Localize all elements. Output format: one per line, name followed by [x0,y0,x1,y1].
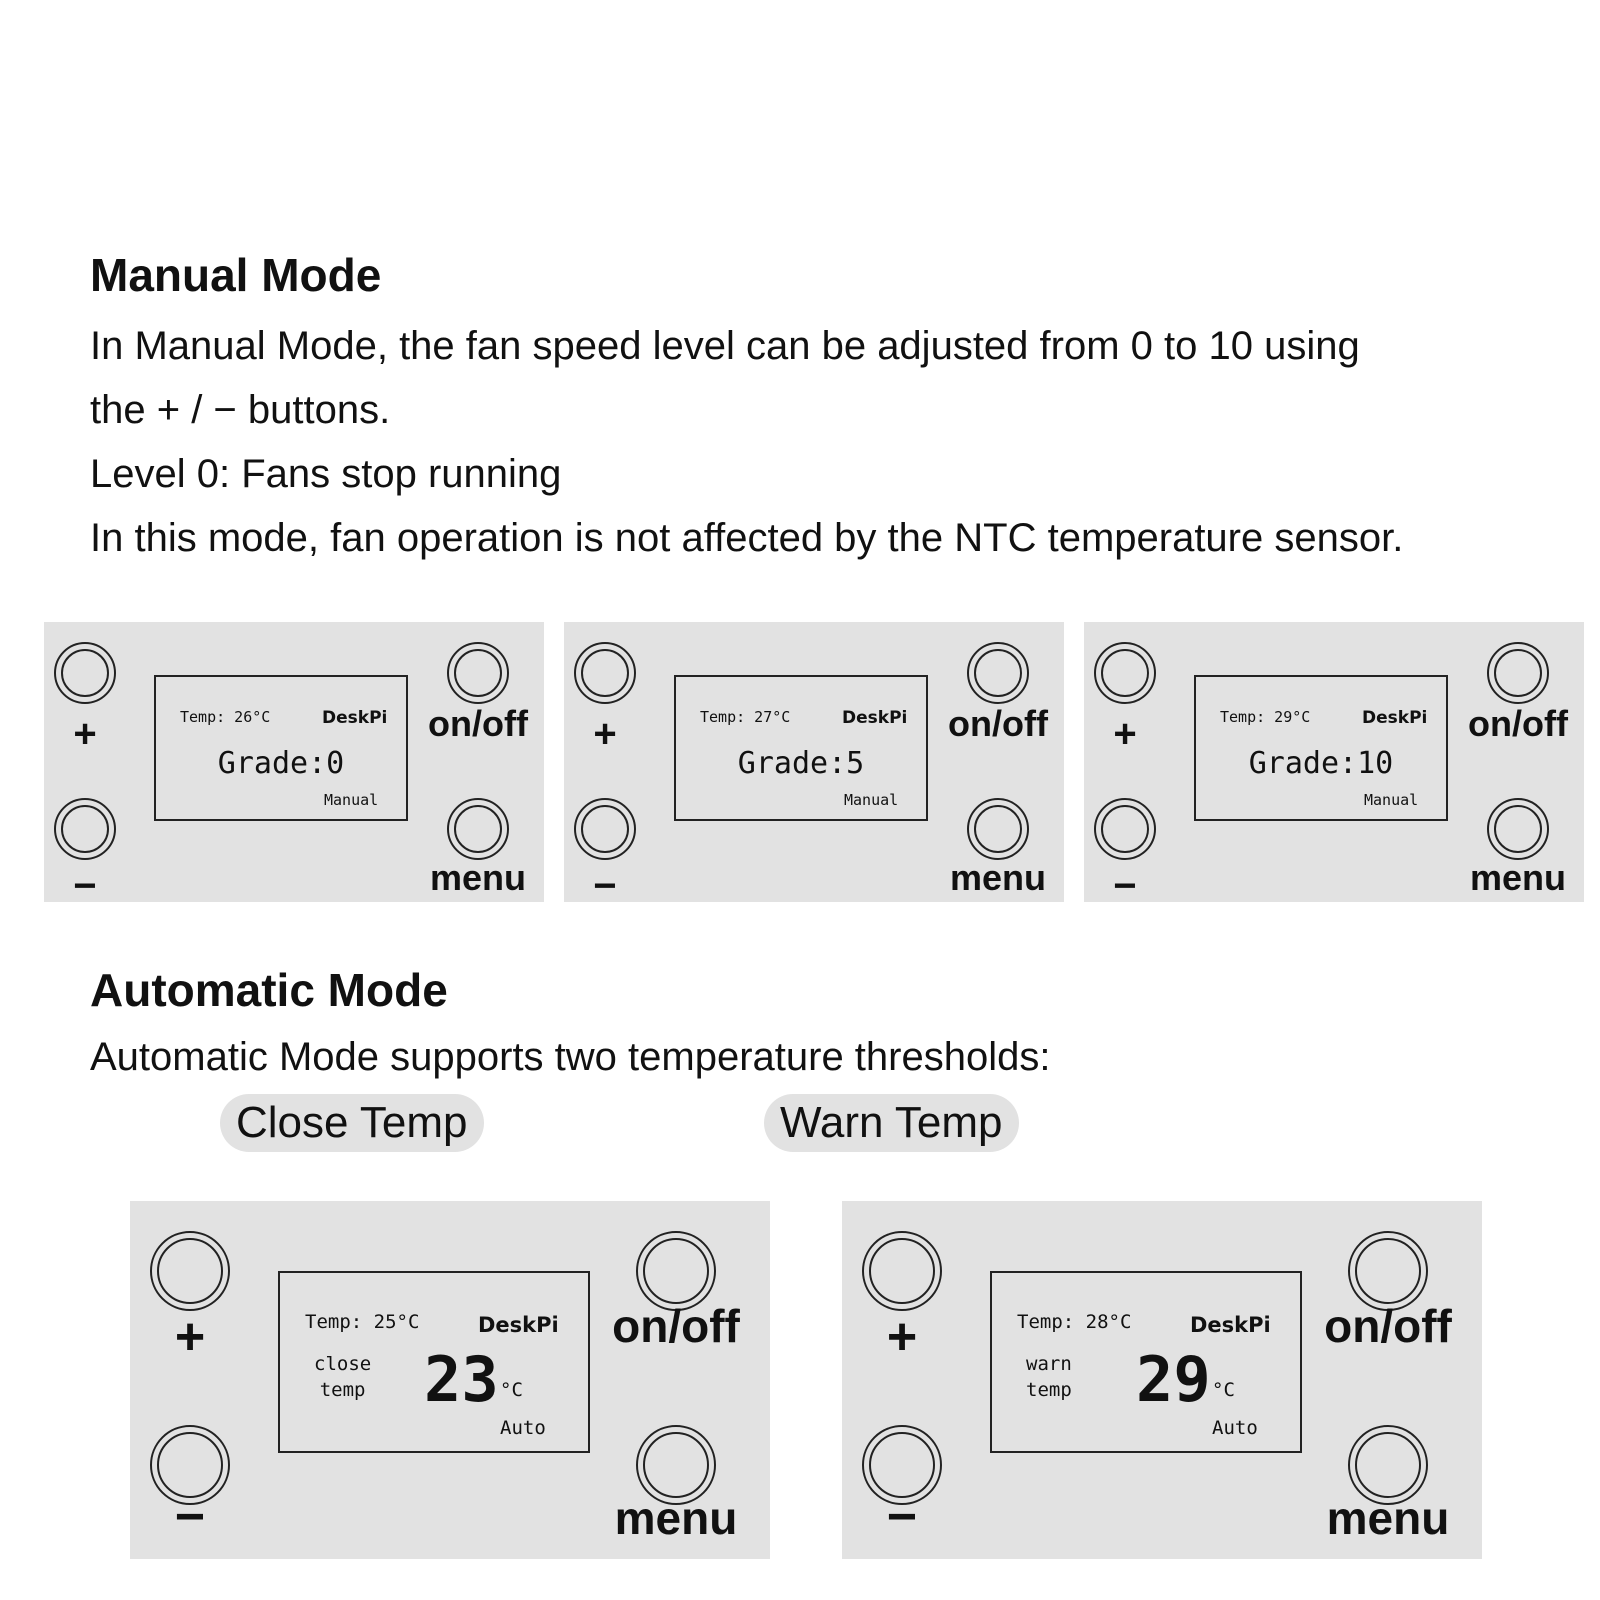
auto-panel-close-temp: + − on/off menu Temp: 25°C DeskPi close … [130,1201,770,1559]
lcd-mode: Manual [844,791,899,809]
manual-panel-grade-10: + − on/off menu Temp: 29°C DeskPi Grade:… [1084,622,1584,906]
manual-mode-line-4: In this mode, fan operation is not affec… [90,516,1404,560]
lcd-threshold-label: close temp [314,1353,372,1401]
lcd-temperature: Temp: 28°C [1017,1311,1132,1333]
menu-button-label: menu [1469,857,1566,898]
lcd-grade: Grade:0 [217,746,345,781]
minus-button-label: − [1113,864,1137,908]
lcd-temperature: Temp: 27°C [700,708,791,726]
on-off-button-label: on/off [1468,703,1568,744]
menu-button[interactable] [967,798,1029,860]
minus-button[interactable] [54,798,116,860]
plus-button[interactable] [1094,642,1156,704]
lcd-mode: Manual [1364,791,1419,809]
manual-mode-heading: Manual Mode [90,249,382,301]
lcd-grade: Grade:10 [1248,746,1394,781]
lcd-grade: Grade:5 [737,746,865,781]
lcd-screen: Temp: 26°C DeskPi Grade:0 Manual [154,675,408,821]
lcd-mode: Auto [500,1417,546,1439]
menu-button[interactable] [447,798,509,860]
menu-button-label: menu [949,857,1046,898]
lcd-screen: Temp: 27°C DeskPi Grade:5 Manual [674,675,928,821]
automatic-mode-heading: Automatic Mode [90,964,448,1016]
lcd-temperature: Temp: 25°C [305,1311,420,1333]
menu-button[interactable] [636,1425,716,1505]
on-off-button[interactable] [636,1231,716,1311]
lcd-threshold-label: warn temp [1026,1353,1072,1401]
auto-panel-warn-temp: + − on/off menu Temp: 28°C DeskPi warn t… [842,1201,1482,1559]
plus-button[interactable] [54,642,116,704]
menu-button-label: menu [614,1492,738,1544]
menu-button-label: menu [429,857,526,898]
lcd-unit: °C [500,1379,523,1401]
on-off-button[interactable] [1487,642,1549,704]
deskpi-logo: DeskPi [1362,708,1428,728]
manual-panel-grade-0: + − on/off menu Temp: 26°C DeskPi Grade:… [44,622,544,906]
plus-button-label: + [593,712,617,756]
deskpi-logo: DeskPi [478,1313,559,1337]
manual-panel-grade-5: + − on/off menu Temp: 27°C DeskPi Grade:… [564,622,1064,906]
manual-mode-line-2: the + / − buttons. [90,388,391,432]
deskpi-logo: DeskPi [322,708,388,728]
lcd-mode: Auto [1212,1417,1258,1439]
manual-mode-line-3: Level 0: Fans stop running [90,452,562,496]
deskpi-logo: DeskPi [842,708,908,728]
on-off-button[interactable] [447,642,509,704]
plus-button-label: + [886,1308,918,1366]
on-off-button[interactable] [1348,1231,1428,1311]
plus-button[interactable] [574,642,636,704]
close-temp-pill: Close Temp [220,1094,484,1152]
menu-button[interactable] [1348,1425,1428,1505]
menu-button[interactable] [1487,798,1549,860]
minus-button[interactable] [150,1425,230,1505]
automatic-mode-line: Automatic Mode supports two temperature … [90,1035,1051,1079]
minus-button-label: − [886,1488,918,1546]
lcd-screen: Temp: 28°C DeskPi warn temp 29 °C Auto [990,1271,1302,1453]
lcd-unit: °C [1212,1379,1235,1401]
minus-button[interactable] [1094,798,1156,860]
plus-button[interactable] [150,1231,230,1311]
minus-button-label: − [73,864,97,908]
plus-button[interactable] [862,1231,942,1311]
plus-button-label: + [174,1308,206,1366]
lcd-mode: Manual [324,791,379,809]
minus-button-label: − [174,1488,206,1546]
lcd-threshold-value: 23 [424,1343,499,1416]
on-off-button-label: on/off [428,703,528,744]
minus-button[interactable] [862,1425,942,1505]
on-off-button-label: on/off [612,1300,740,1352]
minus-button[interactable] [574,798,636,860]
manual-mode-line-1: In Manual Mode, the fan speed level can … [90,324,1360,368]
on-off-button-label: on/off [1324,1300,1452,1352]
warn-temp-pill: Warn Temp [764,1094,1019,1152]
plus-button-label: + [1113,712,1137,756]
on-off-button[interactable] [967,642,1029,704]
menu-button-label: menu [1326,1492,1450,1544]
lcd-screen: Temp: 25°C DeskPi close temp 23 °C Auto [278,1271,590,1453]
deskpi-logo: DeskPi [1190,1313,1271,1337]
lcd-temperature: Temp: 29°C [1220,708,1311,726]
lcd-threshold-value: 29 [1136,1343,1211,1416]
lcd-screen: Temp: 29°C DeskPi Grade:10 Manual [1194,675,1448,821]
on-off-button-label: on/off [948,703,1048,744]
minus-button-label: − [593,864,617,908]
plus-button-label: + [73,712,97,756]
lcd-temperature: Temp: 26°C [180,708,271,726]
